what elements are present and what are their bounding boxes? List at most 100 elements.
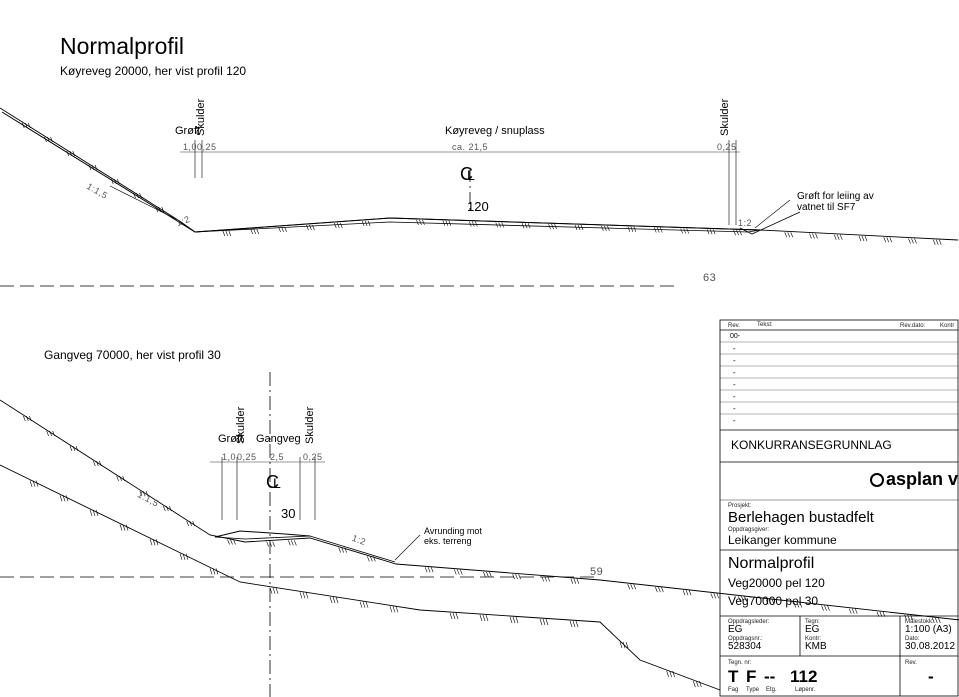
terrain-120-hatch [367, 220, 371, 227]
terrain-120-hatch [790, 232, 794, 238]
terrain-120-hatch [686, 228, 689, 234]
terrain-120-hatch [932, 239, 936, 245]
terrain-30-hatch [142, 490, 146, 497]
dim-skulder-left-30: 0,25 [237, 452, 257, 462]
section2-subtitle: Gangveg 70000, her vist profil 30 [44, 348, 221, 362]
terrain-30-lower-line [0, 464, 721, 691]
terrain-30-lower-hatch [119, 524, 123, 531]
leader-30 [394, 534, 421, 561]
terrain-30-hatch [266, 541, 269, 547]
page-title: Normalprofil [60, 33, 184, 59]
label-groft-30: Grøft [218, 433, 244, 445]
terrain-30-hatch [821, 605, 824, 611]
terrain-30-hatch [291, 540, 294, 546]
terrain-120-hatch [228, 230, 232, 237]
terrain-30-lower-hatch [329, 596, 333, 604]
profile-30-terrain [0, 399, 959, 691]
terrain-30-lower-hatch [569, 620, 573, 628]
terrain-30-lower-hatch [452, 612, 456, 620]
terrain-30-hatch [765, 599, 769, 605]
tb-drawing-line3: Veg70000 pel 30 [728, 594, 819, 608]
terrain-30-lower-hatch [275, 587, 279, 594]
terrain-30-hatch [799, 602, 803, 608]
tb-tegn: EG [805, 624, 820, 635]
terrain-30-hatch [145, 490, 149, 497]
label-groft-120: Grøft [175, 125, 201, 137]
note-rounding-line2: eks. terreng [424, 536, 472, 546]
terrain-30-hatch [688, 590, 692, 596]
terrain-120-hatch [839, 234, 843, 240]
terrain-30-hatch [46, 430, 49, 437]
terrain-30-lower-hatch [209, 568, 213, 575]
terrain-30-hatch [52, 430, 55, 437]
terrain-30-hatch [793, 602, 797, 608]
terrain-30-hatch [166, 505, 169, 512]
terrain-120-hatch [883, 237, 887, 243]
terrain-30-lower-hatch [65, 495, 69, 502]
terrain-30-hatch [230, 539, 233, 545]
terrain-30-lower-hatch [29, 480, 33, 487]
tb-status: KONKURRANSEGRUNNLAG [731, 438, 892, 452]
terrain-30-lower-hatch [485, 614, 489, 622]
tb-tekst-header: Tekst: [757, 322, 773, 328]
terrain-120-hatch [627, 226, 631, 232]
terrain-30-hatch [373, 556, 376, 562]
road-120-subgrade [177, 219, 761, 233]
terrain-30-lower-hatch [575, 620, 579, 628]
terrain-30-lower-hatch [302, 592, 306, 599]
asplan-logo-icon [870, 473, 884, 488]
terrain-30-hatch [848, 608, 852, 614]
profile-number-30: 30 [281, 506, 296, 521]
terrain-120-hatch [911, 238, 914, 244]
tb-rev-label: Rev. [905, 660, 917, 666]
terrain-120-hatch [864, 235, 868, 242]
terrain-30-lower-hatch [539, 618, 543, 626]
road-120-right-ditch [739, 211, 801, 235]
terrain-30-hatch [713, 593, 717, 599]
terrain-120-hatch [250, 228, 253, 235]
terrain-30-hatch [935, 617, 938, 624]
terrain-30-hatch [515, 574, 518, 580]
terrain-30-lower-hatch [59, 495, 63, 502]
tb-rev-row-3: - [733, 368, 736, 377]
terrain-30-lower-hatch [449, 612, 453, 620]
terrain-30-lower-hatch [455, 612, 459, 620]
terrain-30-lower-hatch [545, 618, 549, 626]
terrain-120-hatch [284, 226, 287, 233]
tb-rev-row-0: 00- [730, 333, 741, 340]
terrain-30-hatch [189, 520, 192, 527]
terrain-30-lower-hatch [272, 587, 276, 594]
terrain-30-hatch [427, 567, 431, 573]
label-gangveg-30: Gangveg [256, 433, 301, 445]
tb-tegnnr-fag: T [728, 667, 739, 686]
tb-lopenr-label: Løpenr. [795, 687, 816, 693]
tb-rev-row-5: - [733, 392, 736, 401]
terrain-30-hatch [288, 540, 291, 546]
terrain-30-hatch [633, 583, 636, 590]
leader-120 [754, 199, 791, 229]
terrain-30-hatch [99, 460, 102, 467]
terrain-30-hatch [741, 596, 744, 602]
terrain-30-line [0, 399, 959, 621]
terrain-30-lower-hatch [365, 601, 369, 608]
terrain-30-lower-hatch [305, 592, 309, 599]
tb-oppdragsgiver-label: Oppdragsgiver: [728, 527, 770, 533]
terrain-30-lower-hatch [359, 601, 363, 608]
terrain-120-hatch [833, 234, 837, 240]
terrain-30-lower-hatch [215, 568, 219, 575]
terrain-120-hatch [654, 227, 657, 233]
terrain-120-hatch [889, 237, 893, 243]
terrain-30-hatch [23, 415, 26, 422]
terrain-30-hatch [192, 520, 195, 527]
terrain-120-hatch [27, 122, 31, 129]
terrain-30-hatch [627, 583, 630, 590]
terrain-30-lower-hatch [622, 641, 626, 649]
path-30-subgrade [214, 535, 396, 563]
terrain-30-hatch [29, 415, 32, 422]
tb-tegnnr-lopenr: 112 [790, 667, 818, 686]
terrain-120-hatch [787, 232, 791, 238]
terrain-30-hatch [119, 475, 122, 482]
tb-oppdragsleder: EG [728, 624, 743, 635]
note-ditch-line2: vatnet til SF7 [797, 202, 856, 213]
terrain-30-hatch [489, 571, 492, 577]
